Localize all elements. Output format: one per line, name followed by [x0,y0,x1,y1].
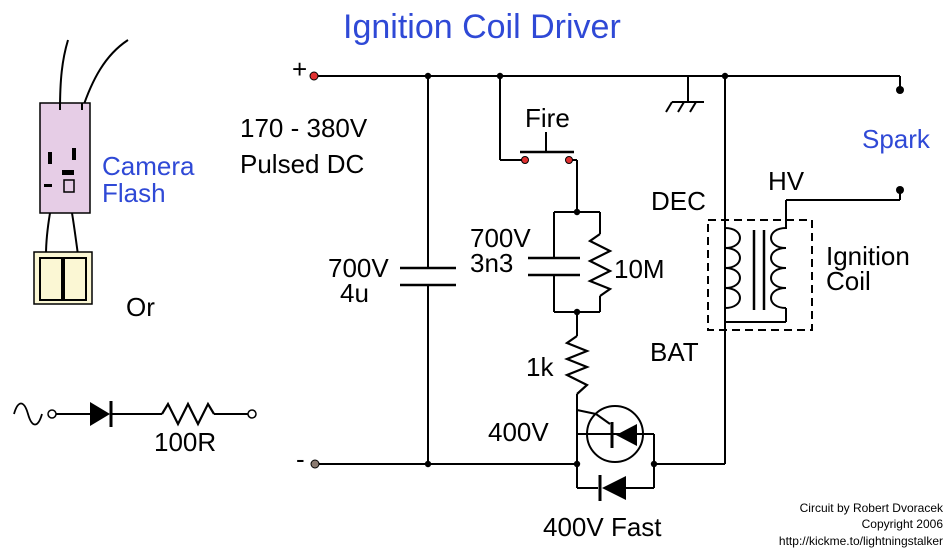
minus-sign: - [296,444,305,474]
resistor-1k-symbol [564,335,590,395]
scr-symbol [576,394,646,463]
spark-label: Spark [862,124,930,154]
main-cap-voltage-label: 700V [328,253,389,283]
fire-switch-symbol [520,132,574,164]
camera-flash-label-line1: Camera [102,151,195,181]
coil-bat-label: BAT [650,337,699,367]
resistor-10m-label: 10M [614,254,665,284]
fast-diode-symbol [598,475,626,501]
negative-terminal [310,459,320,469]
main-capacitor-symbol [400,266,456,287]
ignition-coil-symbol [707,76,813,331]
trigger-capacitor-symbol [528,256,580,277]
scr-voltage-label: 400V [488,417,549,447]
battery-pack-icon [33,251,93,305]
trigger-cap-voltage-label: 700V [470,223,531,253]
main-cap-value-label: 4u [340,278,369,308]
ground-icon [665,76,704,113]
ac-source-icon [13,402,43,426]
credit-url: http://kickme.to/lightningstalker [778,534,943,548]
resistor-100r-label: 100R [154,427,217,457]
supply-type-label: Pulsed DC [240,149,365,179]
fire-switch-label: Fire [525,103,570,133]
coil-dec-label: DEC [651,186,706,216]
or-label: Or [126,292,155,322]
supply-voltage-label: 170 - 380V [240,113,368,143]
camera-flash-icon [39,39,129,256]
diagram-title: Ignition Coil Driver [343,8,621,46]
coil-hv-label: HV [768,166,805,196]
trigger-cap-value-label: 3n3 [470,248,514,278]
plus-sign: + [292,54,308,84]
coil-name-line2: Coil [826,266,871,296]
positive-terminal [309,71,319,81]
coil-name-line1: Ignition [826,241,910,271]
resistor-10m-symbol [587,233,613,297]
camera-flash-label-line2: Flash [102,178,166,208]
credit-author: Circuit by Robert Dvoracek [799,501,943,515]
spark-gap-terminals [896,86,904,194]
fast-diode-label: 400V Fast [543,512,662,542]
credit-copyright: Copyright 2006 [861,517,943,531]
ac-rectifier-wiring [47,401,257,427]
circuit-wires [316,75,901,489]
resistor-1k-label: 1k [526,352,554,382]
